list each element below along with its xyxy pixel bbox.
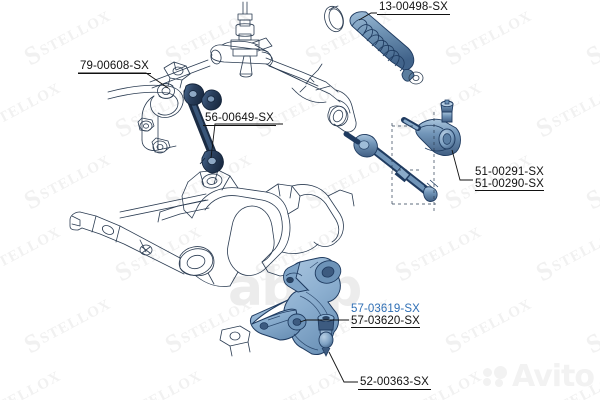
leader-52-00363 <box>328 351 358 383</box>
stabiliser-bar <box>107 84 184 151</box>
part-number: 52-00363-SX <box>360 376 429 388</box>
callout-51-00291[interactable]: 51-00291-SX 51-00290-SX <box>473 166 546 192</box>
part-number-highlighted: 57-03619-SX <box>351 303 420 315</box>
front-subframe-crossmember <box>69 169 355 287</box>
leader-57-03619 <box>299 319 349 323</box>
leader-51-00291 <box>451 149 473 181</box>
outline-parts-group <box>69 1 357 357</box>
leader-13-00498 <box>358 12 377 21</box>
callout-57-03619[interactable]: 57-03619-SX 57-03620-SX <box>349 303 422 329</box>
steering-gear-housing <box>210 40 357 133</box>
alignment-guides <box>391 112 436 212</box>
part-number: 79-00608-SX <box>80 60 149 72</box>
stabiliser-bush <box>157 83 175 99</box>
leader-56-00649 <box>210 123 283 159</box>
part-number: 57-03620-SX <box>351 315 420 328</box>
bellows-clamp-ring <box>324 5 344 33</box>
stabiliser-bush-lower <box>137 117 171 154</box>
stabiliser-link-assembly <box>183 83 224 174</box>
steering-column-shaft <box>230 1 273 78</box>
part-number: 51-00291-SX <box>475 166 544 178</box>
callout-56-00649[interactable]: 56-00649-SX <box>203 112 276 126</box>
outer-tie-rod-end <box>401 99 461 156</box>
rack-bellows-boot <box>349 11 424 85</box>
subframe-rear-bracket <box>219 325 251 357</box>
part-number: 51-00290-SX <box>475 178 544 191</box>
part-number: 13-00498-SX <box>379 1 448 13</box>
callout-13-00498[interactable]: 13-00498-SX <box>377 1 450 15</box>
callout-52-00363[interactable]: 52-00363-SX <box>358 376 431 390</box>
callout-79-00608[interactable]: 79-00608-SX <box>78 60 151 74</box>
part-number: 56-00649-SX <box>205 112 274 124</box>
stabiliser-bush-clamp <box>163 61 191 89</box>
